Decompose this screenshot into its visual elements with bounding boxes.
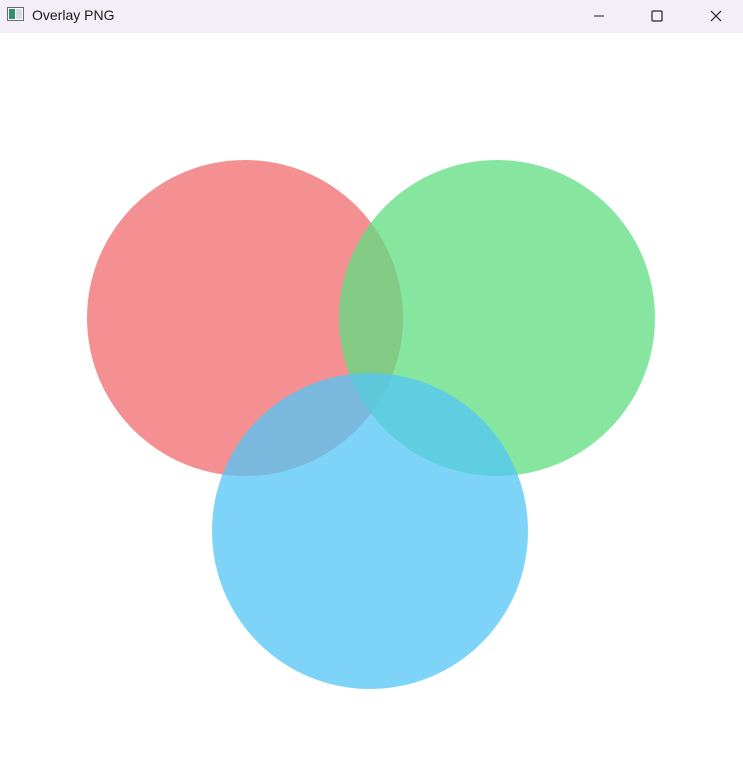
minimize-icon: [594, 15, 604, 16]
minimize-button[interactable]: [576, 0, 622, 31]
maximize-icon: [651, 9, 663, 22]
close-button[interactable]: [693, 0, 739, 31]
window-title: Overlay PNG: [32, 7, 115, 23]
overlay-canvas: [0, 33, 743, 778]
overlay-image: [87, 160, 655, 689]
blue-circle: [212, 373, 528, 689]
close-icon: [710, 10, 722, 21]
title-bar[interactable]: Overlay PNG: [0, 0, 743, 33]
app-icon: [7, 7, 24, 21]
maximize-button[interactable]: [634, 0, 680, 31]
